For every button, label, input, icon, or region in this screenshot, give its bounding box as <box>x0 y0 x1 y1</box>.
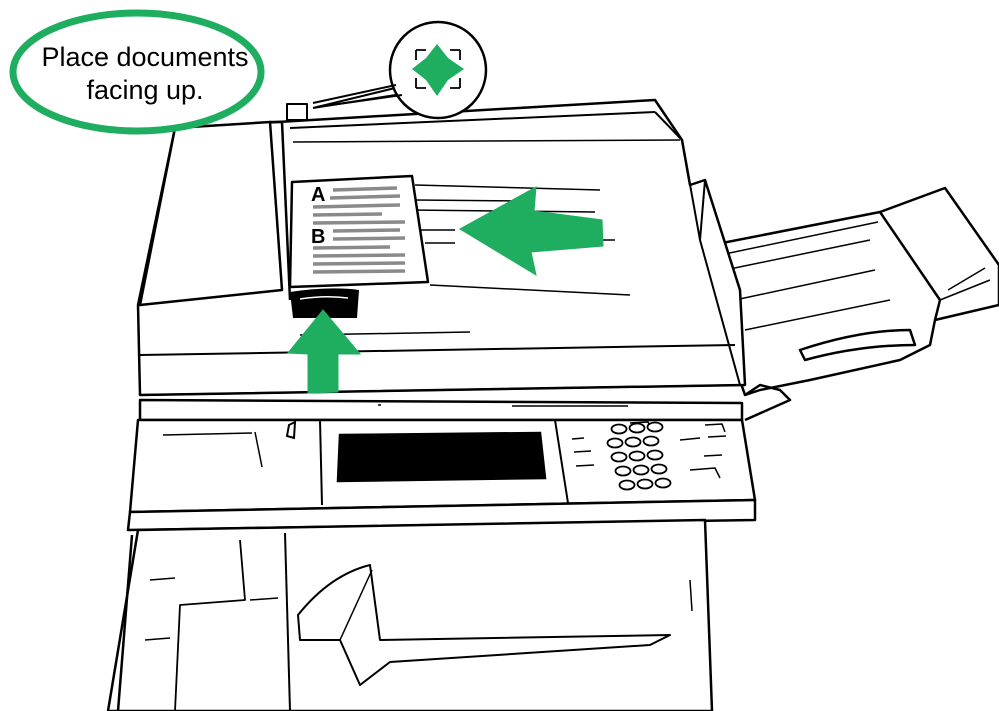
instruction-line-2: facing up. <box>86 75 203 105</box>
output-tray <box>712 188 999 420</box>
document-sheet: A B <box>290 176 428 287</box>
document-label-a: A <box>311 184 325 206</box>
instruction-line-1: Place documents <box>41 42 248 72</box>
lower-cabinet <box>108 520 712 711</box>
document-label-b: B <box>311 226 325 248</box>
touch-screen[interactable] <box>338 433 545 481</box>
feeder-indicator-callout <box>313 22 486 118</box>
panel-button-left[interactable] <box>287 422 295 438</box>
instruction-speech-bubble: Place documents facing up. <box>13 13 261 131</box>
document-feeder[interactable] <box>138 100 745 395</box>
